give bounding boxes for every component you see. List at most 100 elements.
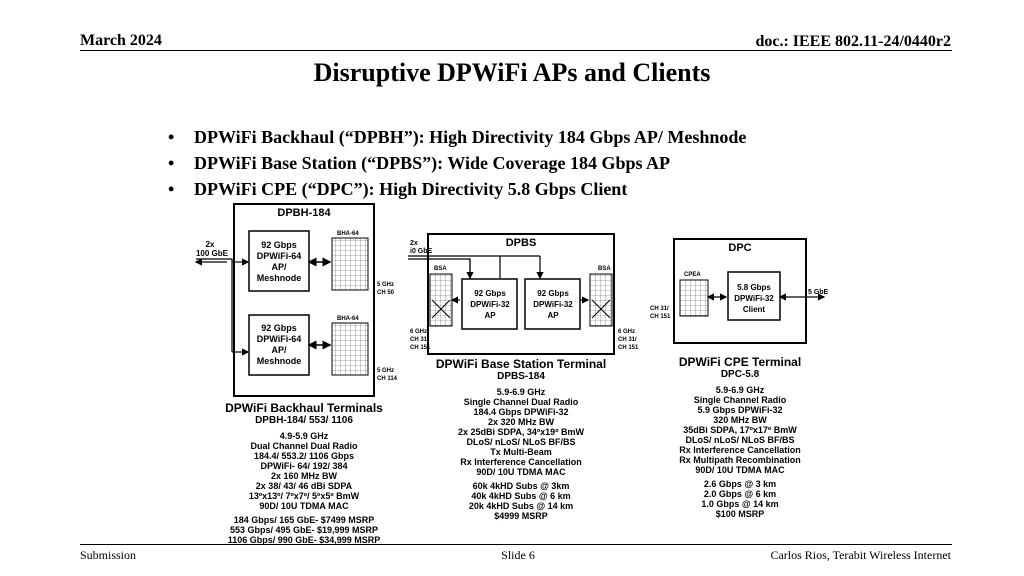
dpbs-price: 60k 4kHD Subs @ 3km bbox=[472, 481, 570, 491]
svg-text:Meshnode: Meshnode bbox=[257, 273, 302, 283]
dpbs-box-title: DPBS bbox=[506, 237, 537, 249]
dpbh-input-label: 100 GbE bbox=[196, 249, 229, 258]
dpc-model: DPC-5.8 bbox=[720, 369, 760, 380]
svg-text:92 Gbps: 92 Gbps bbox=[537, 289, 569, 298]
dpbh-price: 553 Gbps/ 495 GbE- $19,999 MSRP bbox=[229, 525, 379, 535]
dpbs-spec: Rx Interference Cancellation bbox=[460, 457, 582, 467]
svg-text:AP: AP bbox=[547, 311, 559, 320]
svg-text:5 GHz: 5 GHz bbox=[377, 282, 394, 288]
svg-text:CH 114: CH 114 bbox=[377, 376, 398, 382]
dpbs-spec: 5.9-6.9 GHz bbox=[496, 387, 546, 397]
dpc-box-title: DPC bbox=[728, 242, 751, 254]
svg-text:DPWiFi-32: DPWiFi-32 bbox=[533, 300, 573, 309]
dpbh-caption: DPWiFi Backhaul Terminals bbox=[225, 401, 383, 415]
dpbs-spec: DLoS/ nLoS/ NLoS BF/BS bbox=[466, 437, 576, 447]
svg-text:CH 151: CH 151 bbox=[618, 345, 639, 351]
svg-text:AP: AP bbox=[484, 311, 496, 320]
dpbh-spec: 2x 160 MHz BW bbox=[270, 471, 338, 481]
dpc-caption: DPWiFi CPE Terminal bbox=[678, 355, 802, 369]
dpbh-spec: 90D/ 10U TDMA MAC bbox=[259, 501, 349, 511]
dpc-spec: Rx Multipath Recombination bbox=[679, 455, 801, 465]
dpbh-description: DPWiFi Backhaul Terminals DPBH-184/ 553/… bbox=[204, 401, 404, 545]
dpc-output-label: 5 GbE bbox=[808, 289, 829, 296]
dpbs-spec: 2x 320 MHz BW bbox=[487, 417, 555, 427]
svg-text:CH 31/: CH 31/ bbox=[650, 306, 669, 312]
svg-text:CH 151: CH 151 bbox=[410, 345, 431, 351]
bullet-item: •DPWiFi Base Station (“DPBS”): Wide Cove… bbox=[168, 153, 671, 173]
dpbs-caption: DPWiFi Base Station Terminal bbox=[435, 357, 607, 371]
svg-text:92 Gbps: 92 Gbps bbox=[261, 240, 297, 250]
svg-text:6 GHz: 6 GHz bbox=[410, 329, 427, 335]
dpbs-spec: 2x 25dBi SDPA, 34ºx19º BmW bbox=[458, 427, 584, 437]
svg-text:5 GHz: 5 GHz bbox=[377, 368, 394, 374]
svg-text:92 Gbps: 92 Gbps bbox=[261, 323, 297, 333]
dpbh-spec: Dual Channel Dual Radio bbox=[250, 441, 358, 451]
svg-text:DPWiFi-64: DPWiFi-64 bbox=[257, 334, 301, 344]
dpc-spec: 35dBi SDPA, 17ºx17º BmW bbox=[683, 425, 797, 435]
svg-text:CH 31/: CH 31/ bbox=[618, 337, 637, 343]
dpbs-spec: Tx Multi-Beam bbox=[490, 447, 552, 457]
dpbs-price: 40k 4kHD Subs @ 6 km bbox=[471, 491, 571, 501]
dpbs-input-label: i0 GbE bbox=[410, 248, 433, 255]
svg-text:6 GHz: 6 GHz bbox=[618, 329, 635, 335]
svg-text:AP/: AP/ bbox=[271, 262, 287, 272]
footer-slide-number: Slide 6 bbox=[501, 548, 535, 562]
svg-text:CH 31/: CH 31/ bbox=[410, 337, 429, 343]
header-doc-id: doc.: IEEE 802.11-24/0440r2 bbox=[755, 33, 951, 50]
dpc-spec: 90D/ 10U TDMA MAC bbox=[695, 465, 785, 475]
dpc-spec: 320 MHz BW bbox=[713, 415, 767, 425]
svg-text:DPWiFi-32: DPWiFi-32 bbox=[734, 294, 774, 303]
dpbh-antenna-array-2 bbox=[331, 322, 369, 376]
dpc-price: 2.6 Gbps @ 3 km bbox=[703, 479, 777, 489]
dpbs-description: DPWiFi Base Station Terminal DPBS-184 5.… bbox=[420, 357, 622, 521]
svg-text:Client: Client bbox=[743, 305, 766, 314]
dpbs-input-label: 2x bbox=[410, 240, 418, 247]
footer-submission: Submission bbox=[80, 548, 137, 562]
dpc-spec: 5.9 Gbps DPWiFi-32 bbox=[697, 405, 783, 415]
svg-text:CH 151: CH 151 bbox=[650, 314, 671, 320]
bullet-item: •DPWiFi Backhaul (“DPBH”): High Directiv… bbox=[168, 127, 747, 147]
dpc-antenna-array bbox=[679, 279, 709, 317]
dpbs-diagram: DPBS 2x i0 GbE BSA 92 Gbps DPWiFi-32 AP … bbox=[408, 233, 639, 355]
svg-text:Meshnode: Meshnode bbox=[257, 356, 302, 366]
dpbs-module-2 bbox=[524, 278, 581, 330]
header-divider bbox=[80, 50, 952, 51]
dpc-description: DPWiFi CPE Terminal DPC-5.8 5.9-6.9 GHz … bbox=[660, 355, 820, 519]
dpbs-spec: 184.4 Gbps DPWiFi-32 bbox=[473, 407, 569, 417]
dpbs-antenna-right bbox=[589, 273, 613, 327]
dpbh-antenna-array-1 bbox=[331, 237, 369, 291]
dpc-spec: Single Channel Radio bbox=[693, 395, 787, 405]
dpbs-enclosure bbox=[427, 233, 615, 355]
dpbh-spec: DPWiFi- 64/ 192/ 384 bbox=[260, 461, 348, 471]
dpc-price: 2.0 Gbps @ 6 km bbox=[703, 489, 777, 499]
bullet-list: •DPWiFi Backhaul (“DPBH”): High Directiv… bbox=[168, 124, 746, 202]
dpc-spec: DLoS/ nLoS/ NLoS BF/BS bbox=[685, 435, 795, 445]
dpbh-input-line bbox=[196, 258, 233, 352]
dpc-module bbox=[727, 271, 781, 321]
svg-text:CH 50: CH 50 bbox=[377, 290, 395, 296]
dpbh-spec: 4.9-5.9 GHz bbox=[279, 431, 329, 441]
dpbh-spec: 13ºx13º/ 7ºx7º/ 5ºx5º BmW bbox=[248, 491, 360, 501]
dpc-price: 1.0 Gbps @ 14 km bbox=[701, 499, 779, 509]
svg-text:5.8 Gbps: 5.8 Gbps bbox=[737, 283, 771, 292]
dpbs-model: DPBS-184 bbox=[497, 371, 545, 382]
footer-author: Carlos Rios, Terabit Wireless Internet bbox=[770, 548, 951, 562]
dpbs-price: 20k 4kHD Subs @ 14 km bbox=[468, 501, 574, 511]
svg-text:92 Gbps: 92 Gbps bbox=[474, 289, 506, 298]
dpbh-price: 1106 Gbps/ 990 GbE- $34,999 MSRP bbox=[227, 535, 381, 545]
dpc-spec: Rx Interference Cancellation bbox=[679, 445, 801, 455]
svg-text:DPWiFi-64: DPWiFi-64 bbox=[257, 251, 301, 261]
header-date: March 2024 bbox=[80, 32, 162, 49]
dpbs-antenna-label: BSA bbox=[598, 266, 611, 272]
dpbh-input-label: 2x bbox=[206, 240, 215, 249]
dpbh-spec: 184.4/ 553.2/ 1106 Gbps bbox=[253, 451, 355, 461]
dpbs-module-1 bbox=[461, 278, 518, 330]
dpc-spec: 5.9-6.9 GHz bbox=[715, 385, 765, 395]
dpbs-spec: Single Channel Dual Radio bbox=[463, 397, 579, 407]
dpbh-diagram: DPBH-184 2x 100 GbE 92 Gbps DPWiFi-64 AP… bbox=[194, 203, 398, 397]
dpbs-spec: 90D/ 10U TDMA MAC bbox=[476, 467, 566, 477]
dpbs-antenna-label: BSA bbox=[434, 266, 447, 272]
dpbh-spec: 2x 38/ 43/ 46 dBi SDPA bbox=[255, 481, 353, 491]
dpc-price: $100 MSRP bbox=[715, 509, 765, 519]
